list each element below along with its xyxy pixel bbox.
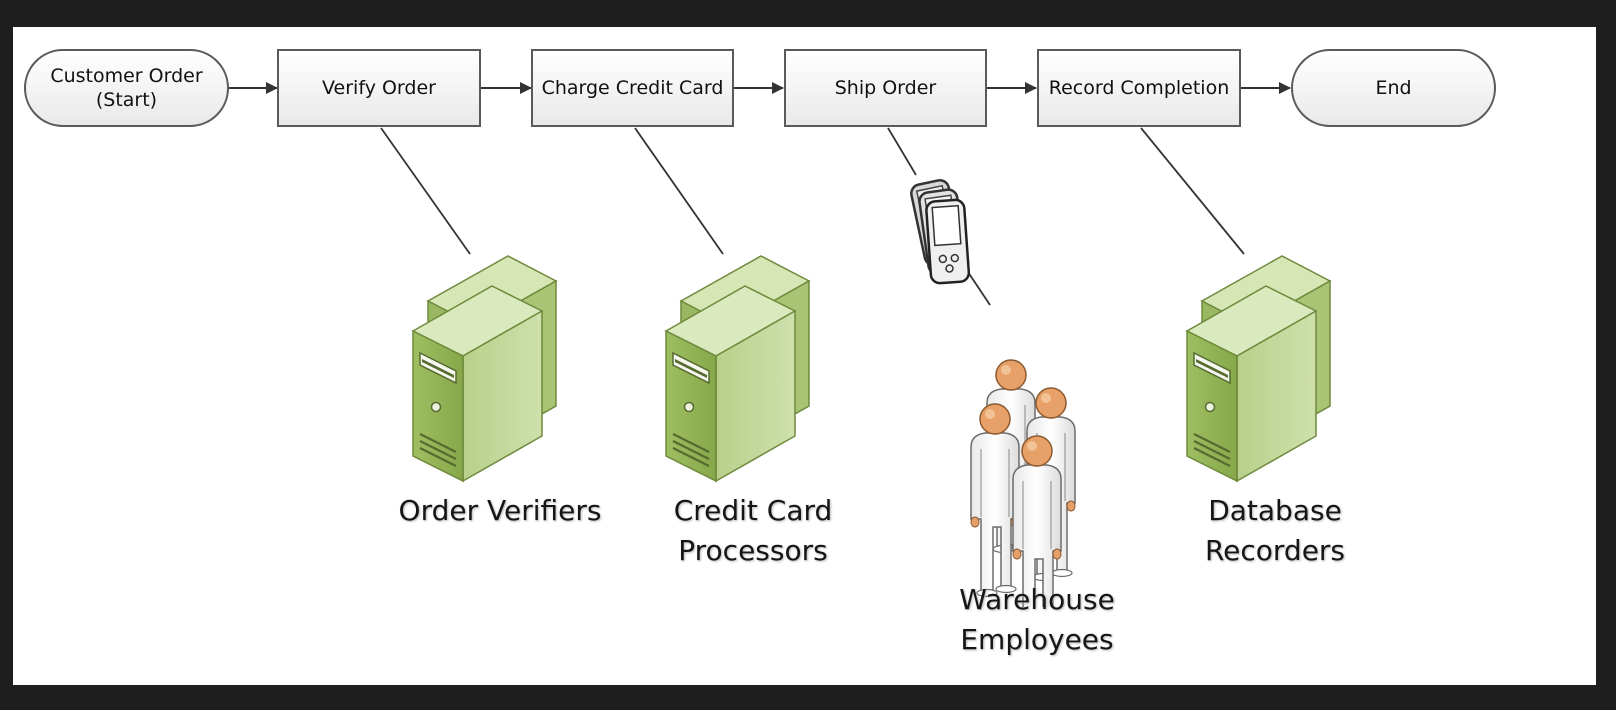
actor-connector-3b xyxy=(967,271,991,306)
verify-order-step: Verify Order xyxy=(277,49,481,127)
people-group-icon xyxy=(970,359,1076,607)
server-icon xyxy=(411,255,558,483)
credit-card-processors-label: Credit Card Processors xyxy=(673,494,833,567)
server-icon xyxy=(1185,255,1332,483)
diagram-canvas: Customer Order (Start) Verify Order Char… xyxy=(13,27,1596,685)
database-recorders-label: Database Recorders xyxy=(1204,494,1346,567)
mobile-devices-icon xyxy=(910,179,971,285)
actor-connector-4 xyxy=(1140,127,1245,255)
warehouse-employees-label: Warehouse Employees xyxy=(959,583,1115,656)
order-verifiers-label: Order Verifiers xyxy=(398,494,602,527)
connector-layer xyxy=(229,82,1291,306)
actor-connector-3a xyxy=(887,127,917,176)
ship-order-step: Ship Order xyxy=(784,49,987,127)
server-icon xyxy=(664,255,811,483)
record-completion-step: Record Completion xyxy=(1037,49,1241,127)
actor-connector-1 xyxy=(380,127,471,255)
end-terminal: End xyxy=(1291,49,1496,127)
start-terminal: Customer Order (Start) xyxy=(24,49,229,127)
actor-connector-2 xyxy=(634,127,724,255)
charge-credit-card-step: Charge Credit Card xyxy=(531,49,734,127)
